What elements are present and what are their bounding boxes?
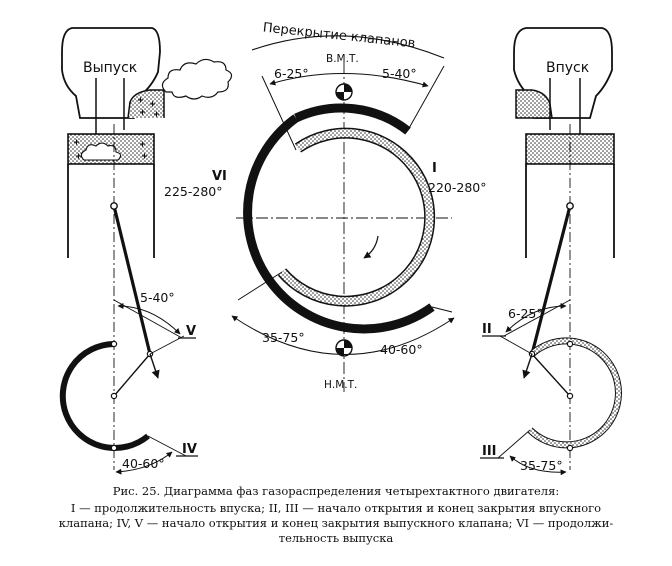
left-engine: 5-40° V IV 40-60° Выпуск (59, 27, 233, 475)
left-angle-bottom: 40-60° (122, 456, 165, 471)
overlap-dim-arc (269, 72, 429, 88)
right-top-dim-arc (505, 303, 567, 333)
right-mark-bottom: III (482, 444, 497, 459)
tdc-marker (335, 83, 353, 101)
overlap-outer-arc (251, 35, 445, 59)
right-mark-top: II (482, 322, 492, 337)
right-intake-port (515, 89, 553, 119)
right-angle-top: 6-25° (508, 306, 543, 321)
figure-caption-line-2: клапана; IV, V — начало открытия и конец… (58, 516, 614, 530)
right-bottom-dim-arc (509, 455, 567, 476)
roman-right: I (432, 161, 437, 176)
left-connecting-rod (112, 205, 152, 355)
left-angle-top: 5-40° (140, 290, 175, 305)
bottom-left-angle: 35-75° (262, 330, 305, 345)
left-mark-top: V (186, 324, 196, 339)
left-exhaust-port (127, 89, 165, 119)
chamber-smoke (80, 142, 122, 161)
left-top-dim-arc (117, 303, 181, 335)
left-chamber-marks (74, 139, 147, 159)
left-bottom-dim-arc (115, 451, 173, 475)
exhaust-gas-marks (138, 97, 159, 117)
figure-caption-line-1: I — продолжительность впуска; II, III — … (70, 501, 602, 515)
valve-timing-diagram: 5-40° V IV 40-60° Выпуск (59, 20, 622, 490)
right-crank (531, 353, 571, 397)
right-engine-label: Впуск (546, 60, 589, 76)
overlap-left-angle: 6-25° (274, 66, 309, 81)
right-engine: 6-25° II III 35-75° Впуск (480, 27, 622, 490)
bottom-dim-arc (231, 315, 455, 355)
exhaust-arc-top (294, 103, 411, 135)
bottom-right-angle: 40-60° (380, 342, 423, 357)
bdc-marker (335, 339, 353, 357)
roman-right-range: 220-280° (428, 180, 486, 195)
bdc-label: Н.М.Т. (324, 379, 357, 391)
tdc-label: В.М.Т. (326, 53, 359, 65)
rotation-arrow (363, 235, 379, 259)
left-engine-label: Выпуск (83, 60, 137, 76)
exhaust-cloud (161, 58, 233, 100)
roman-left: VI (212, 169, 227, 184)
right-connecting-rod (530, 205, 572, 355)
roman-left-range: 225-280° (164, 184, 222, 199)
left-crank (113, 353, 151, 397)
overlap-right-angle: 5-40° (382, 66, 417, 81)
right-angle-bottom: 35-75° (520, 458, 563, 473)
figure-caption-line-3: тельность выпуска (278, 531, 394, 545)
intake-duration-arc (278, 129, 434, 306)
figure-caption-title: Рис. 25. Диаграмма фаз газораспределения… (112, 484, 560, 498)
left-mark-bottom: IV (182, 442, 197, 457)
overlap-label: Перекрытие клапанов (262, 20, 416, 51)
left-exhaust-arc (59, 341, 150, 451)
